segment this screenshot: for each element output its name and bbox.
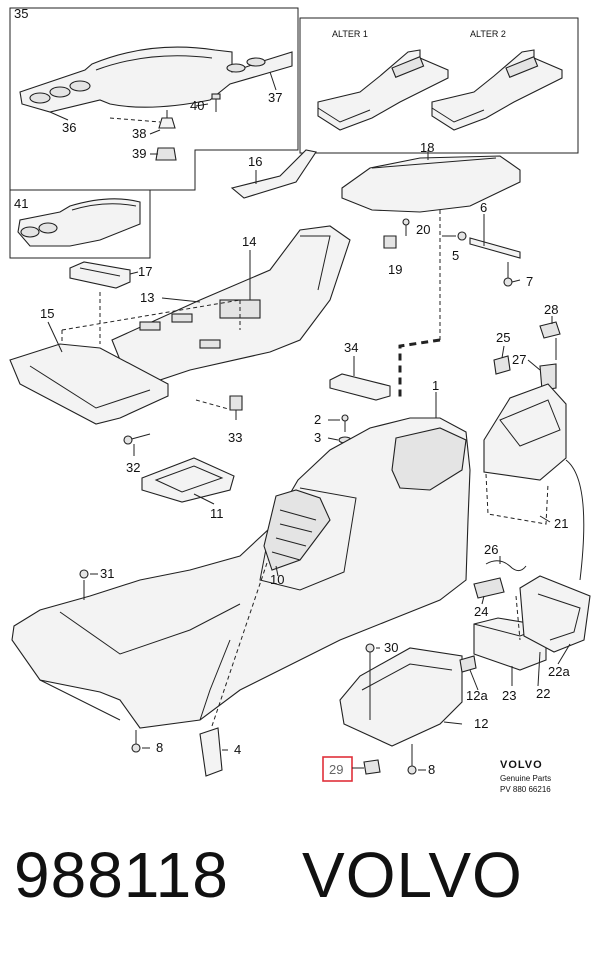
hinge-6: [457, 231, 521, 259]
armrest-41: [17, 198, 141, 247]
brand-box-brand: VOLVO: [500, 759, 543, 771]
callout-8-left: 8: [156, 740, 163, 755]
trim-34: [329, 373, 391, 401]
armrest-assembly-36: [19, 46, 293, 113]
clip-25: [493, 355, 511, 375]
part-number: 988118: [14, 839, 229, 911]
callout-34: 34: [344, 340, 358, 355]
vent-17: [69, 261, 131, 289]
callout-10: 10: [270, 572, 284, 587]
screw-8-right: [407, 765, 417, 775]
callout-40: 40: [190, 98, 204, 113]
screw-7: [503, 277, 513, 287]
shift-panel-10: [263, 489, 331, 571]
callout-12a: 12a: [466, 688, 488, 703]
clip-19: [383, 235, 397, 249]
callout-16: 16: [248, 154, 262, 169]
callout-1: 1: [432, 378, 439, 393]
callout-5: 5: [452, 248, 459, 263]
callout-29: 29: [329, 762, 343, 777]
callout-39: 39: [132, 146, 146, 161]
callout-27: 27: [512, 352, 526, 367]
nut-29: [363, 759, 381, 775]
inset-frame-35: [9, 7, 299, 259]
screw-31: [79, 569, 89, 600]
highlight-box-29: [322, 756, 353, 782]
callout-6: 6: [480, 200, 487, 215]
callout-15: 15: [40, 306, 54, 321]
nut-39: [155, 147, 177, 161]
inset-frame-alternatives: [299, 17, 579, 154]
cover-16: [230, 149, 317, 199]
callout-37: 37: [268, 90, 282, 105]
callout-41: 41: [14, 196, 28, 211]
clip-12a: [459, 655, 477, 673]
console-alt1: [317, 49, 449, 131]
callout-20: 20: [416, 222, 430, 237]
tray-15: [9, 343, 169, 425]
callout-23: 23: [502, 688, 516, 703]
callout-26: 26: [484, 542, 498, 557]
alter1-label: ALTER 1: [332, 29, 368, 39]
clip-38: [158, 110, 176, 129]
clip-33: [229, 395, 243, 411]
callout-35: 35: [14, 6, 28, 21]
callout-2: 2: [314, 412, 321, 427]
gasket-11: [141, 457, 235, 503]
callout-4: 4: [234, 742, 241, 757]
callout-33: 33: [228, 430, 242, 445]
armrest-lid-18: [341, 155, 521, 213]
brand-box-line2: PV 880 66216: [500, 785, 551, 794]
callout-8-right: 8: [428, 762, 435, 777]
ashtray-housing-21: [483, 383, 585, 581]
spring-26: [485, 560, 527, 572]
callout-7: 7: [526, 274, 533, 289]
exploded-parts-diagram: ALTER 1 ALTER 2: [9, 6, 591, 794]
clip-27: [539, 363, 557, 391]
bracket-28: [539, 321, 561, 339]
screw-2: [341, 414, 349, 432]
callout-32: 32: [126, 460, 140, 475]
callout-30: 30: [384, 640, 398, 655]
clip-24: [473, 577, 505, 599]
console-body-1: [11, 417, 471, 729]
callout-24: 24: [474, 604, 488, 619]
alter2-label: ALTER 2: [470, 29, 506, 39]
callout-22a: 22a: [548, 664, 570, 679]
callout-28: 28: [544, 302, 558, 317]
callout-21: 21: [554, 516, 568, 531]
footer-brand: VOLVO: [302, 839, 523, 911]
callout-36: 36: [62, 120, 76, 135]
screw-8-left: [131, 743, 141, 753]
callout-12: 12: [474, 716, 488, 731]
callout-18: 18: [420, 140, 434, 155]
callout-11: 11: [210, 506, 224, 521]
console-alt2: [431, 49, 563, 131]
callout-14: 14: [242, 234, 256, 249]
brand-box-line1: Genuine Parts: [500, 774, 551, 783]
callout-19: 19: [388, 262, 402, 277]
callout-38: 38: [132, 126, 146, 141]
callout-25: 25: [496, 330, 510, 345]
screw-32: [123, 433, 151, 445]
ashtray-front-22: [519, 575, 591, 653]
screw-30: [365, 643, 375, 720]
callout-17: 17: [138, 264, 152, 279]
callout-3: 3: [314, 430, 321, 445]
cover-4: [199, 727, 223, 777]
storage-bin-12: [339, 647, 463, 747]
console-top-14: [111, 225, 351, 381]
callout-22: 22: [536, 686, 550, 701]
callout-31: 31: [100, 566, 114, 581]
callout-13: 13: [140, 290, 154, 305]
screw-40: [211, 93, 221, 112]
screw-20: [402, 218, 410, 236]
